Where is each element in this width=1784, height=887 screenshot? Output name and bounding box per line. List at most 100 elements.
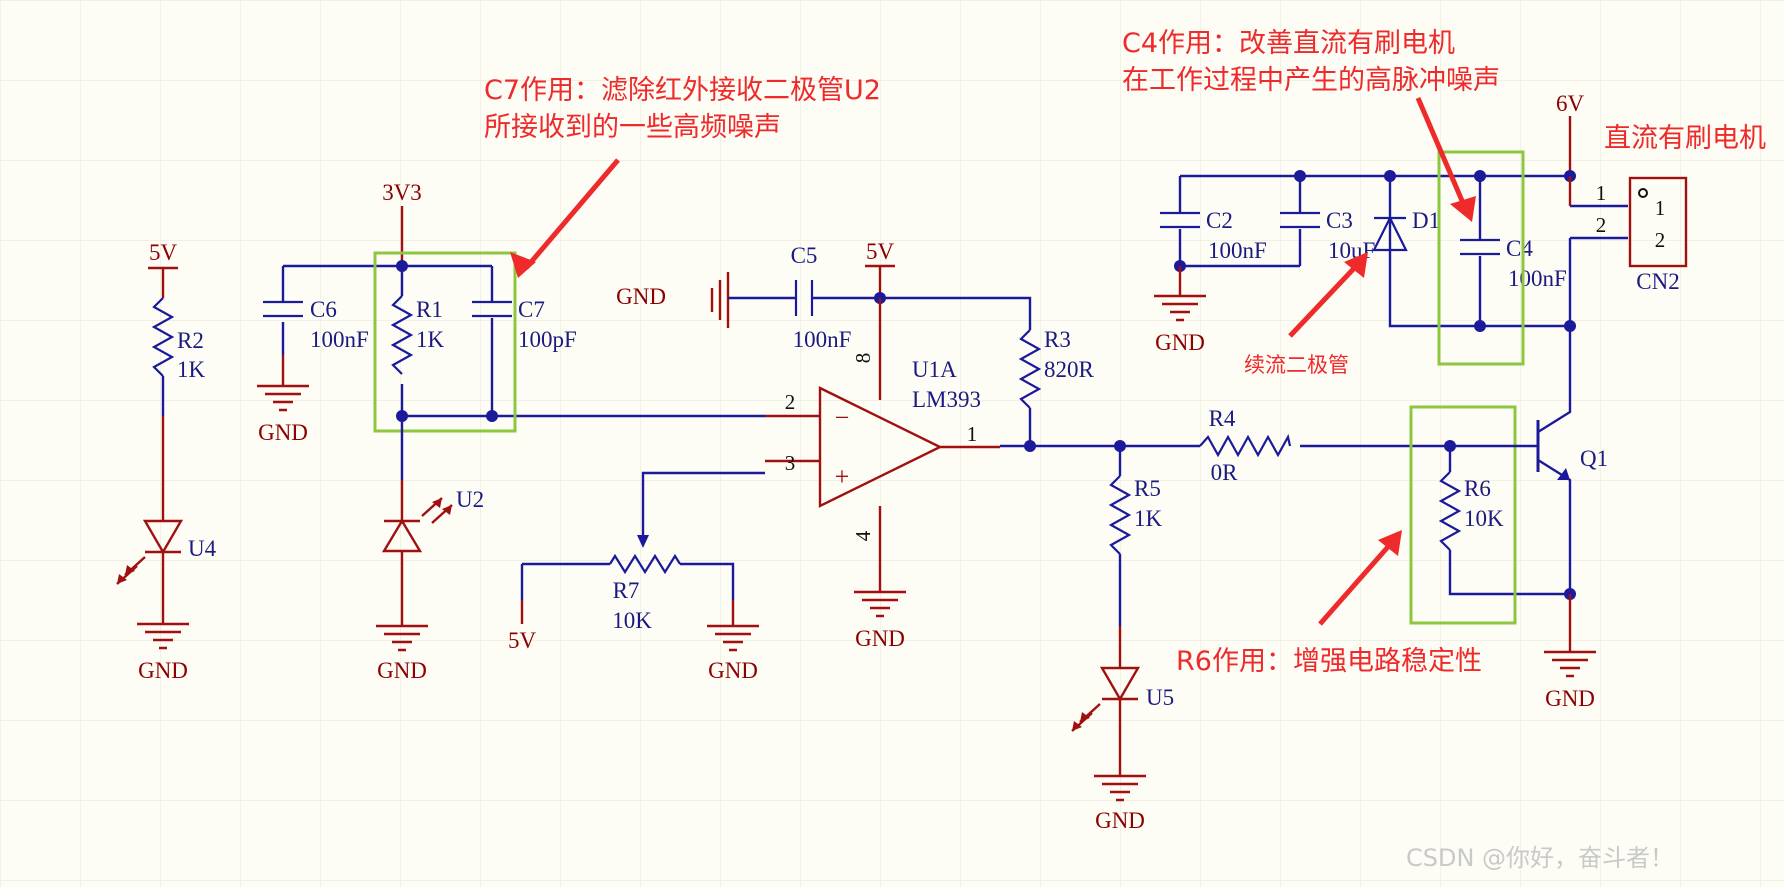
power-6v-label: 6V	[1556, 91, 1585, 116]
r6-ref: R6	[1464, 476, 1491, 501]
r2-value: 1K	[177, 357, 206, 382]
r6-resistor	[1438, 471, 1462, 551]
note-c4-line2: 在工作过程中产生的高脉冲噪声	[1122, 65, 1500, 96]
r4-resistor	[1199, 433, 1292, 458]
comparator-supply: GND C5 100nF 5V	[616, 239, 1032, 400]
arrow-d1	[1288, 260, 1362, 338]
cn2-inner-1: 1	[1655, 196, 1666, 220]
c6-value: 100nF	[310, 327, 369, 352]
c4-capacitor	[1460, 238, 1500, 256]
pin-8: 8	[851, 353, 875, 364]
c2-value: 100nF	[1208, 238, 1267, 263]
gnd-icon	[137, 620, 189, 650]
c7-highlight-box	[373, 251, 517, 433]
d1-diode-icon	[1372, 215, 1408, 252]
watermark: CSDN @你好，奋斗者！	[1406, 844, 1674, 872]
cn2-ref: CN2	[1636, 269, 1679, 294]
u5-led-icon	[1071, 626, 1141, 772]
arrow-c7	[524, 158, 620, 270]
r1-ref: R1	[416, 297, 443, 322]
u2-ref: U2	[456, 487, 484, 512]
u2-photodiode-icon	[381, 480, 453, 622]
motor-decoupling-block: 6V C2 100nF GND C3 10uF D1 C4 100nF	[1154, 91, 1585, 366]
gnd-label: GND	[377, 658, 427, 683]
c5-capacitor	[794, 280, 814, 316]
gnd-label: GND	[1545, 686, 1595, 711]
r4-value: 0R	[1211, 460, 1239, 485]
r5-resistor	[1108, 475, 1132, 555]
pin-1: 1	[967, 422, 978, 446]
output-net: R3 820R R4 0R R5 1K U5 GND	[1000, 327, 1500, 833]
note-d1: 续流二极管	[1244, 353, 1349, 377]
cn2-pin-2: 2	[1596, 213, 1607, 237]
arrow-r6	[1318, 538, 1396, 626]
c4-highlight-box	[1437, 150, 1525, 366]
r3-resistor	[1018, 329, 1042, 409]
c6-ref: C6	[310, 297, 337, 322]
driver-stage: R6 10K Q1 GND	[1409, 326, 1608, 711]
r5-ref: R5	[1134, 476, 1161, 501]
c7-value: 100pF	[518, 327, 577, 352]
c5-ref: C5	[791, 243, 818, 268]
q1-ref: Q1	[1580, 446, 1608, 471]
c2-capacitor	[1160, 211, 1200, 229]
r3-value: 820R	[1044, 357, 1095, 382]
c7-ref: C7	[518, 297, 545, 322]
note-c7-line2: 所接收到的一些高频噪声	[484, 112, 781, 143]
gnd-label: GND	[616, 284, 666, 309]
u4-led-icon	[116, 474, 184, 620]
power-5v-label: 5V	[866, 239, 895, 264]
arrow-c4	[1415, 97, 1469, 211]
gnd-label: GND	[1095, 808, 1145, 833]
r3-ref: R3	[1044, 327, 1071, 352]
note-r6: R6作用：增强电路稳定性	[1176, 646, 1482, 677]
c3-ref: C3	[1326, 208, 1353, 233]
c6-capacitor	[263, 300, 303, 318]
c3-capacitor	[1280, 211, 1320, 229]
input-filter-block: 3V3 C6 100nF GND R1 1K C7 100pF U2 GND	[257, 180, 765, 683]
r1-value: 1K	[416, 327, 445, 352]
gnd-label: GND	[1155, 330, 1205, 355]
gnd-label: GND	[258, 420, 308, 445]
r2-resistor	[151, 297, 175, 377]
gnd-label: GND	[855, 626, 905, 651]
r5-value: 1K	[1134, 506, 1163, 531]
r6-highlight-box	[1409, 405, 1517, 625]
note-motor: 直流有刷电机	[1604, 123, 1766, 154]
c2-ref: C2	[1206, 208, 1233, 233]
r7-potentiometer: R7 10K 5V GND	[508, 471, 765, 683]
u1-ref: U1A	[912, 357, 957, 382]
r4-ref: R4	[1209, 406, 1236, 431]
u4-branch: 5V R2 1K U4 GND	[116, 240, 217, 683]
cn2-connector: 1 2 1 2 CN2	[1568, 176, 1688, 326]
u1-value: LM393	[912, 387, 981, 412]
c5-value: 100nF	[793, 327, 852, 352]
c4-ref: C4	[1506, 236, 1533, 261]
pin-3: 3	[785, 451, 796, 475]
r7-resistor	[609, 553, 681, 575]
r7-ref: R7	[613, 578, 640, 603]
note-c4-line1: C4作用：改善直流有刷电机	[1122, 28, 1455, 59]
cn2-inner-2: 2	[1655, 228, 1666, 252]
d1-ref: D1	[1412, 208, 1440, 233]
pin-2: 2	[785, 390, 796, 414]
note-c7-line1: C7作用：滤除红外接收二极管U2	[484, 75, 881, 106]
c4-value: 100nF	[1508, 266, 1567, 291]
cn2-pin-1: 1	[1596, 181, 1607, 205]
power-5v-label: 5V	[149, 240, 178, 265]
gnd-label: GND	[138, 658, 188, 683]
op-amp-triangle-icon	[818, 386, 943, 508]
r1-resistor	[390, 295, 414, 375]
cn2-body	[1628, 176, 1688, 268]
noninverting-sign: +	[835, 462, 850, 491]
u5-ref: U5	[1146, 685, 1174, 710]
lm393-comparator: 2 3 1 8 4 − + U1A LM393 GND	[765, 353, 1000, 651]
annotations: C7作用：滤除红外接收二极管U2 所接收到的一些高频噪声 C4作用：改善直流有刷…	[484, 28, 1766, 872]
r2-ref: R2	[177, 328, 204, 353]
r7-value: 10K	[612, 608, 652, 633]
u4-ref: U4	[188, 536, 217, 561]
inverting-sign: −	[835, 403, 850, 432]
pin-4: 4	[851, 530, 875, 541]
